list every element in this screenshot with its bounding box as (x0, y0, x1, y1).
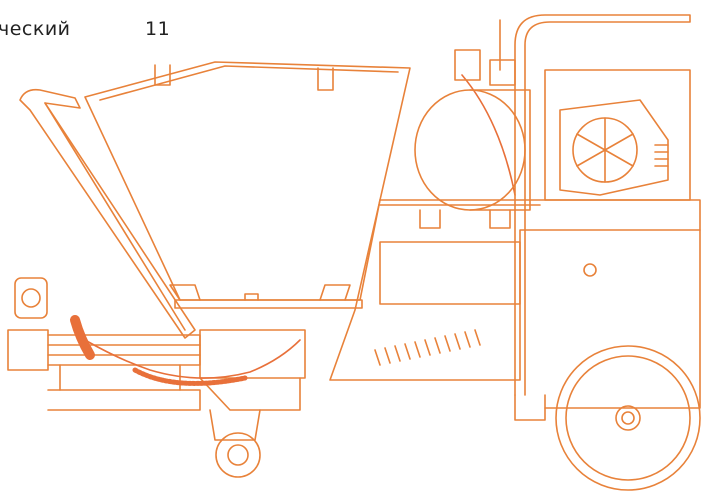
pull-handle (19, 88, 196, 339)
caption-number: 11 (145, 18, 171, 40)
support-leg (514, 394, 546, 421)
pump-assembly (7, 277, 306, 411)
caption-word: ческий (0, 18, 71, 40)
large-wheel (555, 345, 701, 491)
castor-wheel (209, 409, 261, 478)
wheel-icon (615, 405, 641, 431)
compressor (414, 49, 691, 211)
frame-tube (499, 14, 691, 396)
hopper (84, 61, 411, 309)
hose-and-trigger (70, 74, 516, 386)
pressure-gauge-icon (21, 288, 41, 308)
